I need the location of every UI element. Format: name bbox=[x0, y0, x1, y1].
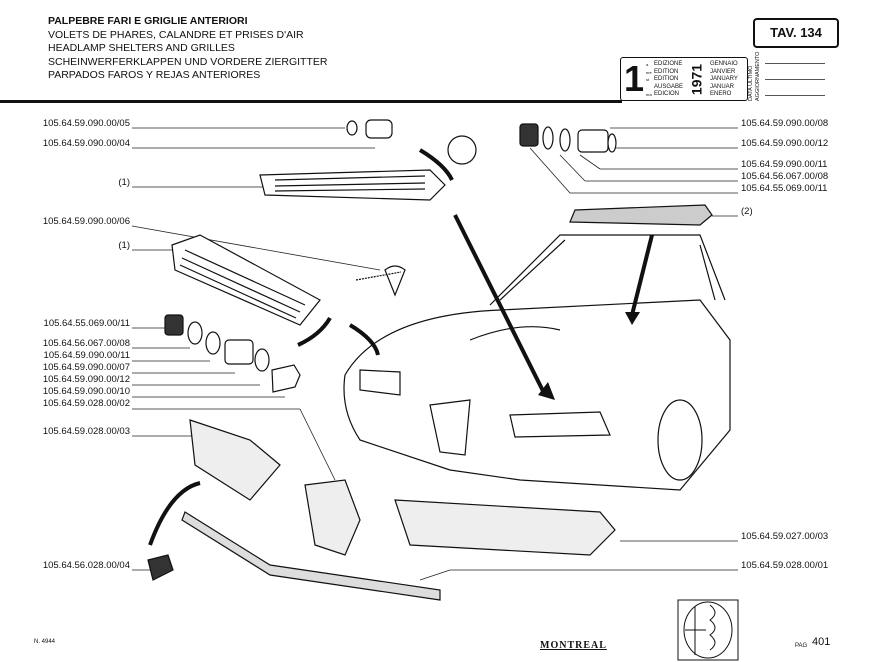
part-label: 105.64.59.090.00/12 bbox=[741, 138, 829, 149]
edition-label: EDITION bbox=[654, 68, 679, 75]
edition-label: EDICION bbox=[654, 91, 680, 97]
part-label: 105.64.59.090.00/10 bbox=[42, 386, 130, 397]
suffix: . bbox=[646, 84, 648, 90]
leader-lines bbox=[131, 127, 738, 581]
part-label: 105.64.59.090.00/06 bbox=[42, 216, 130, 227]
suffix: a bbox=[646, 62, 649, 67]
part-label: 105.64.56.067.00/08 bbox=[741, 171, 829, 182]
part-label: 105.64.59.090.00/11 bbox=[43, 350, 130, 361]
part-label: 105.64.59.027.00/03 bbox=[741, 531, 829, 542]
part-label: 105.64.59.090.00/12 bbox=[42, 374, 130, 385]
title-it: PALPEBRE FARI E GRIGLIE ANTERIORI bbox=[48, 15, 248, 27]
edition-label: EDITION bbox=[654, 76, 679, 82]
edition-suffixes: a ere st . era bbox=[646, 61, 652, 99]
part-label: 105.64.56.028.00/04 bbox=[42, 560, 130, 571]
arrowheads bbox=[538, 312, 640, 400]
part-label: 105.64.59.090.00/07 bbox=[42, 362, 130, 373]
month: JANUAR bbox=[710, 83, 735, 90]
update-line bbox=[765, 63, 825, 64]
page-title: PALPEBRE FARI E GRIGLIE ANTERIORI VOLETS… bbox=[48, 15, 327, 83]
part-label: 105.64.59.028.00/02 bbox=[42, 398, 130, 409]
part-label: (2) bbox=[741, 206, 753, 217]
part-label: 105.64.59.090.00/04 bbox=[42, 138, 130, 149]
page-label: PAG bbox=[795, 643, 808, 649]
part-label: 105.64.59.090.00/08 bbox=[741, 118, 829, 129]
part-label: (1) bbox=[118, 240, 130, 251]
month: GENNAIO bbox=[710, 61, 738, 67]
title-fr: VOLETS DE PHARES, CALANDRE ET PRISES D'A… bbox=[48, 28, 304, 41]
edition-number: 1 bbox=[624, 58, 645, 99]
logo bbox=[677, 599, 739, 661]
part-label: 105.64.55.069.00/11 bbox=[741, 183, 828, 194]
document-number: N. 4944 bbox=[34, 639, 56, 645]
car-outline bbox=[343, 234, 731, 491]
header-rule bbox=[0, 100, 622, 103]
edition-labels: EDIZIONE EDITION EDITION AUSGABE EDICION bbox=[654, 61, 683, 99]
page-number: 401 bbox=[812, 636, 831, 648]
part-label: 105.64.55.069.00/11 bbox=[43, 318, 130, 329]
month: JANVIER bbox=[710, 68, 736, 75]
part-label: (1) bbox=[118, 177, 130, 188]
part-label: 105.64.56.067.00/08 bbox=[42, 338, 130, 349]
part-label: 105.64.59.028.00/01 bbox=[741, 560, 829, 571]
edition-label: EDIZIONE bbox=[654, 61, 683, 67]
parts bbox=[147, 119, 713, 601]
month: ENERO bbox=[710, 91, 732, 97]
update-line bbox=[765, 95, 825, 96]
title-en: HEADLAMP SHELTERS AND GRILLES bbox=[48, 42, 235, 54]
part-label: 105.64.59.090.00/05 bbox=[42, 118, 130, 129]
part-label: 105.64.59.090.00/11 bbox=[741, 159, 828, 170]
table-number: TAV. 134 bbox=[753, 18, 839, 48]
part-label: 105.64.59.028.00/03 bbox=[42, 426, 130, 437]
month: JANUARY bbox=[710, 76, 738, 82]
edition-label: AUSGABE bbox=[654, 83, 684, 90]
update-line bbox=[765, 79, 825, 80]
edition-box: 1 a ere st . era EDIZIONE EDITION EDITIO… bbox=[620, 57, 748, 101]
arrows bbox=[148, 148, 654, 546]
model-name: MONTREAL bbox=[540, 640, 607, 651]
suffix: era bbox=[646, 92, 652, 97]
title-es: PARPADOS FAROS Y REJAS ANTERIORES bbox=[48, 69, 261, 81]
title-de: SCHEINWERFERKLAPPEN UND VORDERE ZIERGITT… bbox=[48, 55, 328, 68]
suffix: ere bbox=[646, 69, 652, 75]
suffix: st bbox=[646, 77, 650, 82]
edition-months: GENNAIO JANVIER JANUARY JANUAR ENERO bbox=[710, 61, 738, 99]
